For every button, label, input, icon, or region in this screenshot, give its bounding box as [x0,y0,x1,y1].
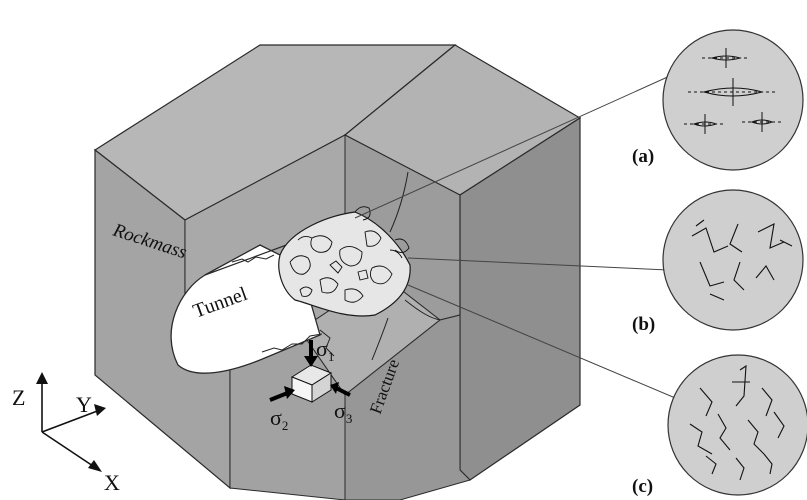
label-axis-x: X [104,470,120,495]
stress-element [269,340,351,403]
damage-fragments [289,206,410,303]
label-panel-b: (b) [632,314,655,335]
edge-crack-bottom [319,329,335,357]
label-sigma3: σ3 [334,398,352,426]
fracture-lines [371,171,441,361]
detail-circle-c [667,354,807,496]
edge-crack-lower [261,333,323,353]
stress-cube-side [311,372,332,403]
label-panel-a: (a) [632,146,654,167]
label-sigma1: σ1 [316,336,334,364]
shear-cracks-b [691,219,793,301]
tensile-cracks-a [684,48,784,134]
label-sigma2: σ2 [270,405,288,433]
tunnel [170,206,411,374]
label-axis-y: Y [76,392,92,417]
shear-cracks-c [689,364,785,481]
x-axis [41,431,97,469]
callout-lines [354,74,681,401]
detail-circle-a [662,29,804,171]
label-panel-c: (c) [632,476,653,497]
label-axis-z: Z [12,385,25,410]
edge-crack-upper [231,254,275,263]
coordinate-axes [36,372,106,472]
tunnel-upper-edge [204,239,301,276]
block-step-side [344,314,471,500]
detail-circle-b [662,189,804,331]
y-axis [41,409,101,433]
